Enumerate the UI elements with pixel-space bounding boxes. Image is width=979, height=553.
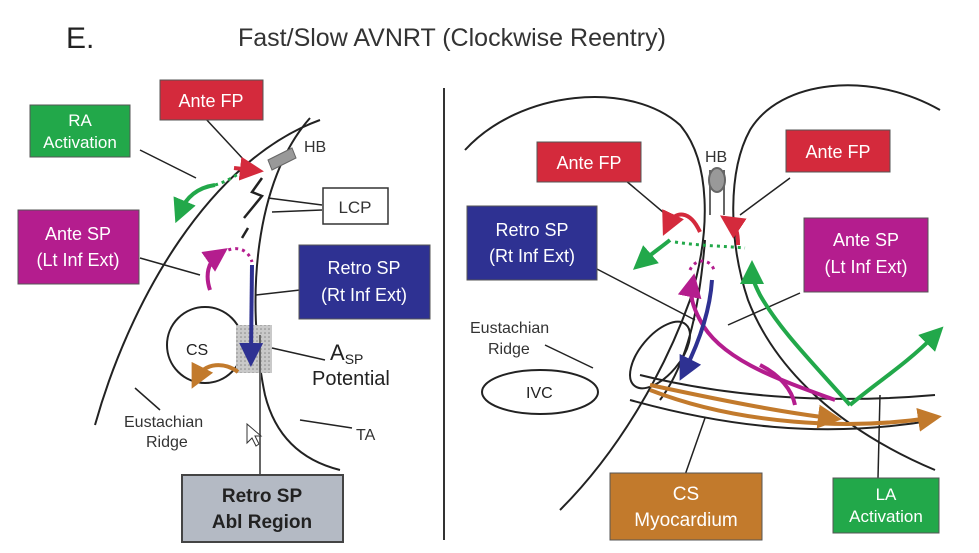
left-ante-sp-line1: Ante SP: [45, 224, 111, 244]
left-magenta-dots: [221, 247, 254, 263]
lcp-zigzag: [243, 177, 265, 219]
abl-region-box: Retro SP Abl Region: [181, 474, 344, 543]
la-activation-line2: Activation: [849, 507, 923, 526]
r-retro-sp-leader: [594, 267, 696, 321]
right-green-arrow-left: [632, 238, 672, 270]
cs-myocardium-line2: Myocardium: [634, 510, 737, 531]
right-ante-fp-right-label: Ante FP: [805, 142, 870, 162]
right-orange-arrow-upper: [649, 383, 842, 429]
la-activation-box: LA Activation: [832, 477, 940, 534]
r-eustachian-leader: [544, 344, 594, 369]
r-ante-fp-right-leader: [739, 177, 791, 216]
la-activation-line1: LA: [876, 485, 897, 504]
ante-fp-leader: [204, 117, 245, 161]
right-ante-sp-line1: Ante SP: [833, 230, 899, 250]
right-panel: [464, 84, 944, 511]
left-ante-fp-label: Ante FP: [178, 91, 243, 111]
ra-activation-line2: Activation: [43, 133, 117, 152]
left-retro-sp-line2: (Rt Inf Ext): [321, 285, 407, 305]
left-ante-sp-box: Ante SP (Lt Inf Ext): [17, 209, 140, 285]
cs-ostium-ellipse: [629, 320, 691, 390]
right-ante-sp-box: Ante SP (Lt Inf Ext): [803, 217, 929, 293]
lcp-zigzag-2: [240, 227, 250, 239]
left-ante-sp-line2: (Lt Inf Ext): [36, 250, 119, 270]
right-ante-fp-left-box: Ante FP: [536, 141, 642, 183]
ivc-label: IVC: [526, 385, 553, 402]
left-magenta-arrow: [201, 248, 228, 291]
right-magenta-branch: [759, 363, 797, 406]
abl-region-line2: Abl Region: [212, 512, 312, 533]
cs-label: CS: [186, 342, 208, 359]
right-magenta-dots: [688, 259, 716, 271]
lcp-leader-b: [271, 209, 323, 213]
cs-myocardium-box: CS Myocardium: [609, 472, 763, 541]
retro-sp-leader: [255, 289, 301, 296]
left-hb-label: HB: [304, 139, 326, 156]
right-retro-sp-line2: (Rt Inf Ext): [489, 246, 575, 266]
asp-hatched-zone: [236, 325, 272, 373]
right-cs-tube-lower: [629, 399, 936, 431]
r-ante-fp-left-leader: [624, 179, 671, 219]
left-retro-sp-line1: Retro SP: [327, 258, 400, 278]
left-red-arrow: [233, 156, 264, 181]
ivc-ellipse: [481, 369, 599, 415]
right-left-chamber: [464, 96, 706, 511]
left-retro-sp-box: Retro SP (Rt Inf Ext): [298, 244, 431, 320]
diagram-title: Fast/Slow AVNRT (Clockwise Reentry): [238, 24, 666, 52]
right-ante-fp-left-label: Ante FP: [556, 153, 621, 173]
lcp-leader-a: [267, 197, 323, 206]
right-retro-sp-line1: Retro SP: [495, 220, 568, 240]
cs-myocardium-line1: CS: [673, 484, 699, 505]
ta-leader: [299, 419, 353, 429]
ante-sp-leader: [139, 257, 201, 276]
left-eustachian-line2: Ridge: [146, 434, 188, 451]
asp-label: ASP: [330, 340, 363, 367]
right-ante-fp-right-box: Ante FP: [785, 129, 891, 173]
left-green-dots: [214, 172, 239, 187]
left-ante-fp-box: Ante FP: [159, 79, 264, 121]
lcp-box: LCP: [322, 187, 389, 225]
his-bundle-top: [708, 167, 726, 193]
right-right-chamber: [732, 84, 941, 471]
panel-letter: E.: [66, 22, 94, 55]
right-green-big-arrow: [740, 260, 852, 407]
asp-potential-label: Potential: [312, 368, 390, 390]
ra-activation-line1: RA: [68, 111, 92, 130]
right-eustachian-line1: Eustachian: [470, 320, 549, 337]
left-green-arrow: [173, 183, 216, 224]
eustachian-leader: [134, 387, 161, 411]
right-red-arrow-right: [720, 215, 747, 246]
ra-activation-box: RA Activation: [29, 104, 131, 158]
left-blue-arrow: [239, 264, 264, 367]
right-eustachian-line2: Ridge: [488, 341, 530, 358]
right-green-la-arrow: [848, 326, 944, 407]
r-la-leader: [877, 394, 881, 479]
left-outer-wall: [94, 119, 321, 426]
right-retro-sp-box: Retro SP (Rt Inf Ext): [466, 205, 598, 281]
right-green-dots: [674, 240, 746, 250]
right-red-arrow-left: [662, 209, 702, 236]
mouse-cursor-icon: [246, 422, 263, 447]
left-orange-arrow: [191, 361, 240, 389]
ra-leader: [139, 149, 197, 179]
right-orange-arrow-lower: [649, 388, 942, 432]
right-blue-arrow: [679, 279, 714, 381]
r-cs-myo-leader: [684, 417, 706, 476]
ta-label: TA: [356, 427, 376, 444]
abl-region-line1: Retro SP: [222, 486, 303, 507]
right-hb-label: HB: [705, 149, 727, 166]
left-panel: [94, 117, 353, 475]
r-ante-sp-leader: [727, 292, 801, 326]
right-magenta-arrow: [677, 273, 836, 402]
his-bundle-shape: [267, 147, 297, 171]
lcp-label: LCP: [338, 198, 371, 217]
right-ante-sp-line2: (Lt Inf Ext): [824, 257, 907, 277]
left-eustachian-line1: Eustachian: [124, 414, 203, 431]
asp-leader: [271, 347, 326, 361]
right-cs-tube-upper: [639, 374, 936, 400]
